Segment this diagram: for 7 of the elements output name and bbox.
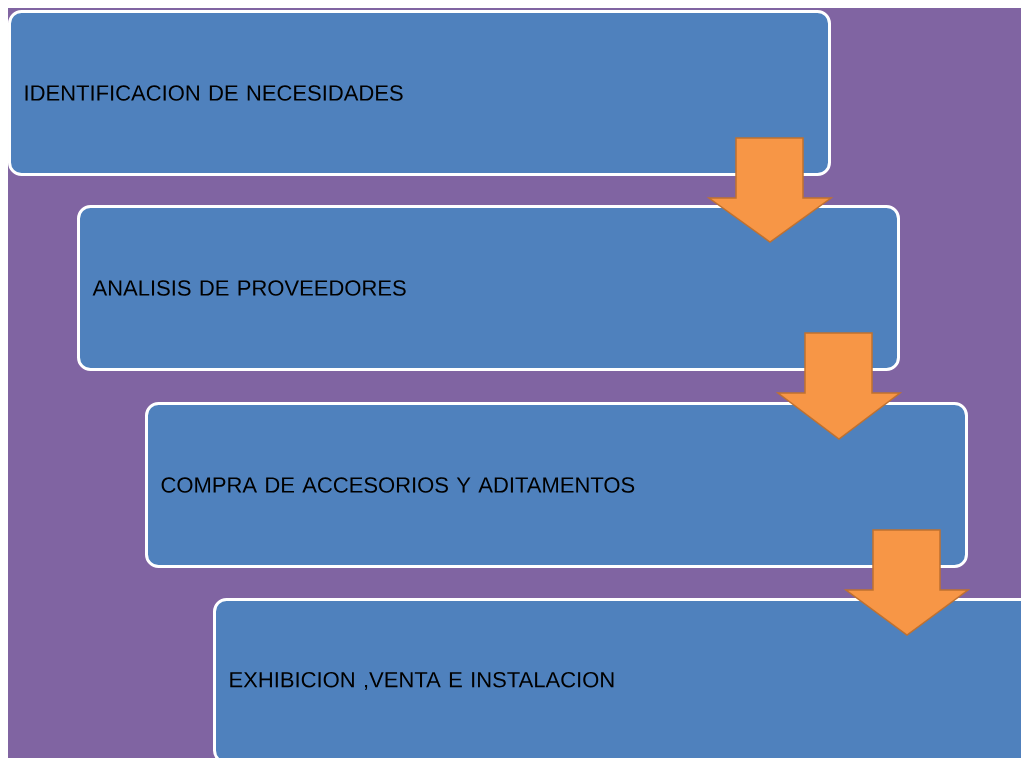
- process-box: EXHIBICION ,VENTA E INSTALACION: [213, 598, 1021, 758]
- process-box: COMPRA DE ACCESORIOS Y ADITAMENTOS: [145, 402, 968, 568]
- down-arrow: [775, 332, 903, 440]
- process-box: IDENTIFICACION DE NECESIDADES: [8, 10, 831, 176]
- down-arrow: [843, 529, 971, 636]
- process-box: ANALISIS DE PROVEEDORES: [77, 205, 900, 371]
- down-arrow: [706, 137, 834, 243]
